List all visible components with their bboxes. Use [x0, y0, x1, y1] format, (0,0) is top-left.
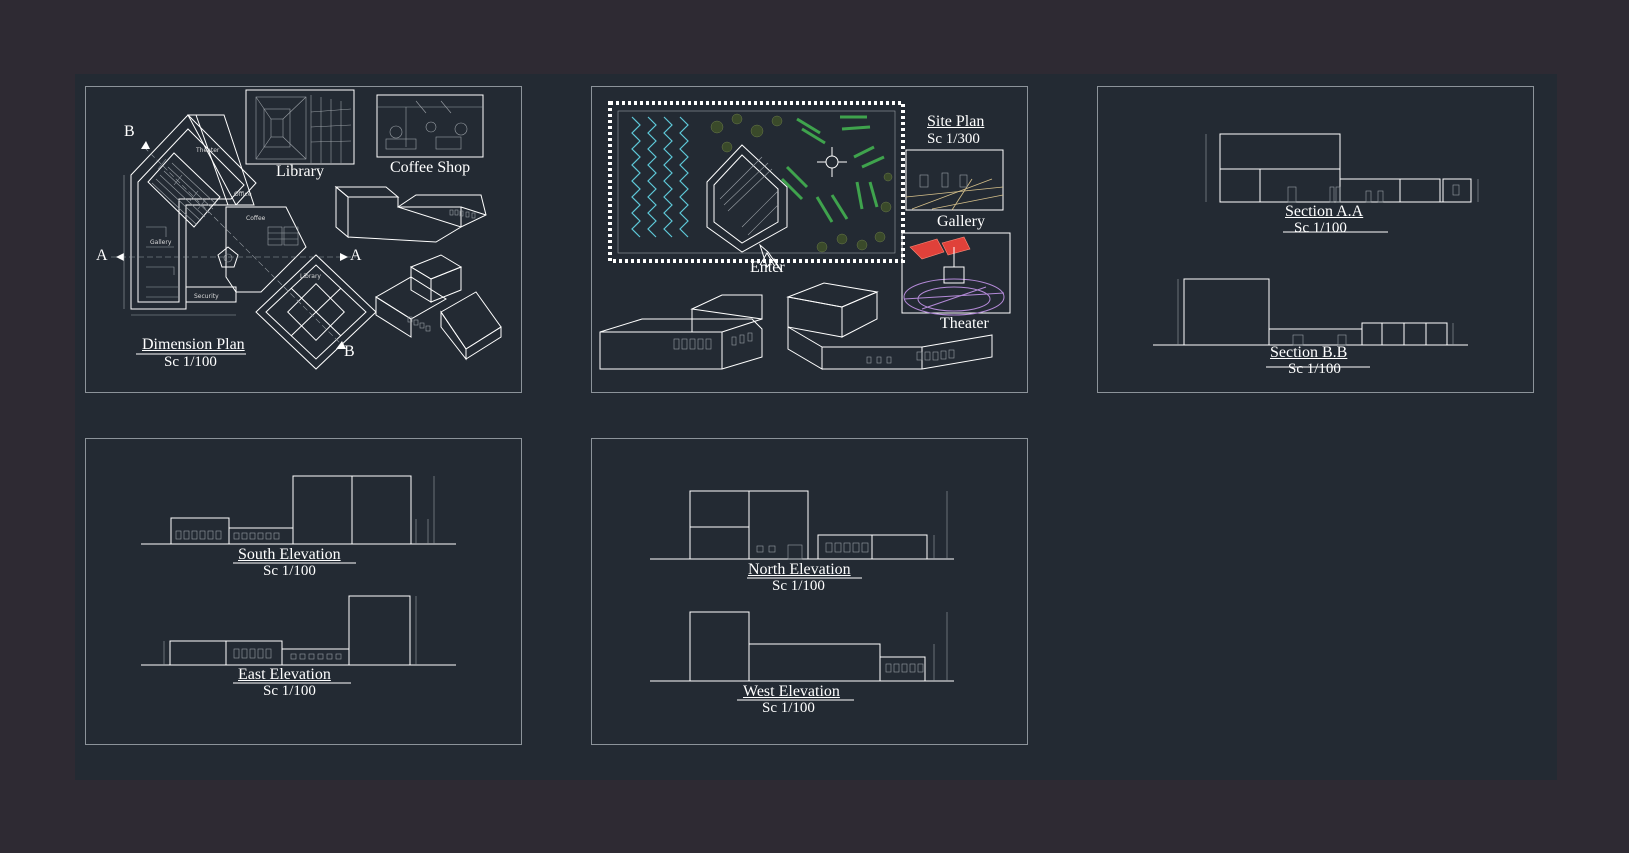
south-east-elevations-drawing	[141, 475, 456, 684]
east-elevation-scale: Sc 1/100	[263, 683, 316, 699]
site-plan-scale: Sc 1/300	[927, 131, 980, 147]
section-aa-scale: Sc 1/100	[1294, 220, 1347, 236]
west-elevation-title: West Elevation	[743, 683, 840, 700]
north-elevation-title: North Elevation	[748, 561, 851, 578]
north-elevation-scale: Sc 1/100	[772, 578, 825, 594]
site-plan-drawing	[599, 101, 1011, 370]
north-west-elevations-drawing	[650, 490, 954, 701]
south-elevation-title: South Elevation	[238, 546, 341, 563]
section-bb-scale: Sc 1/100	[1288, 361, 1341, 377]
site-plan-title: Site Plan	[927, 113, 985, 130]
section-mark-a-right: A	[350, 247, 362, 264]
coffee-shop-vignette-label: Coffee Shop	[390, 159, 471, 176]
room-label-coffee: Coffee	[246, 215, 266, 222]
south-elevation-scale: Sc 1/100	[263, 563, 316, 579]
east-elevation-title: East Elevation	[238, 666, 331, 683]
section-mark-b-top: B	[124, 123, 135, 140]
room-label-security: Security	[194, 293, 219, 300]
sheet-north-west-elevations[interactable]: North Elevation Sc 1/100 West Elevation …	[591, 438, 1028, 745]
section-mark-a-left: A	[96, 247, 108, 264]
gallery-vignette-label: Gallery	[937, 213, 985, 230]
sheet-site-plan[interactable]: Enter Site Plan Sc 1/300 Gallery Theater	[591, 86, 1028, 393]
dimension-plan-drawing	[111, 89, 502, 370]
room-label-library: Library	[300, 273, 321, 280]
dimension-plan-scale: Sc 1/100	[164, 354, 217, 370]
section-bb-title: Section B.B	[1270, 344, 1348, 361]
dimension-plan-title: Dimension Plan	[142, 336, 245, 353]
section-aa-title: Section A.A	[1285, 203, 1364, 220]
west-elevation-scale: Sc 1/100	[762, 700, 815, 716]
sheet-dimension-plan[interactable]: Library Coffee Shop Theater Office Coffe…	[85, 86, 522, 393]
theater-vignette-label: Theater	[940, 315, 989, 332]
sheet-sections[interactable]: Section A.A Sc 1/100 Section B.B Sc 1/10…	[1097, 86, 1534, 393]
enter-label: Enter	[750, 259, 785, 276]
sections-drawing	[1153, 133, 1479, 368]
room-label-office: Office	[234, 191, 252, 198]
room-label-gallery: Gallery	[150, 239, 172, 246]
section-mark-b-bottom: B	[344, 343, 355, 360]
room-label-theater: Theater	[196, 147, 220, 154]
library-vignette-label: Library	[276, 163, 324, 180]
drawing-area: Library Coffee Shop Theater Office Coffe…	[75, 74, 1557, 780]
sheet-south-east-elevations[interactable]: South Elevation Sc 1/100 East Elevation …	[85, 438, 522, 745]
